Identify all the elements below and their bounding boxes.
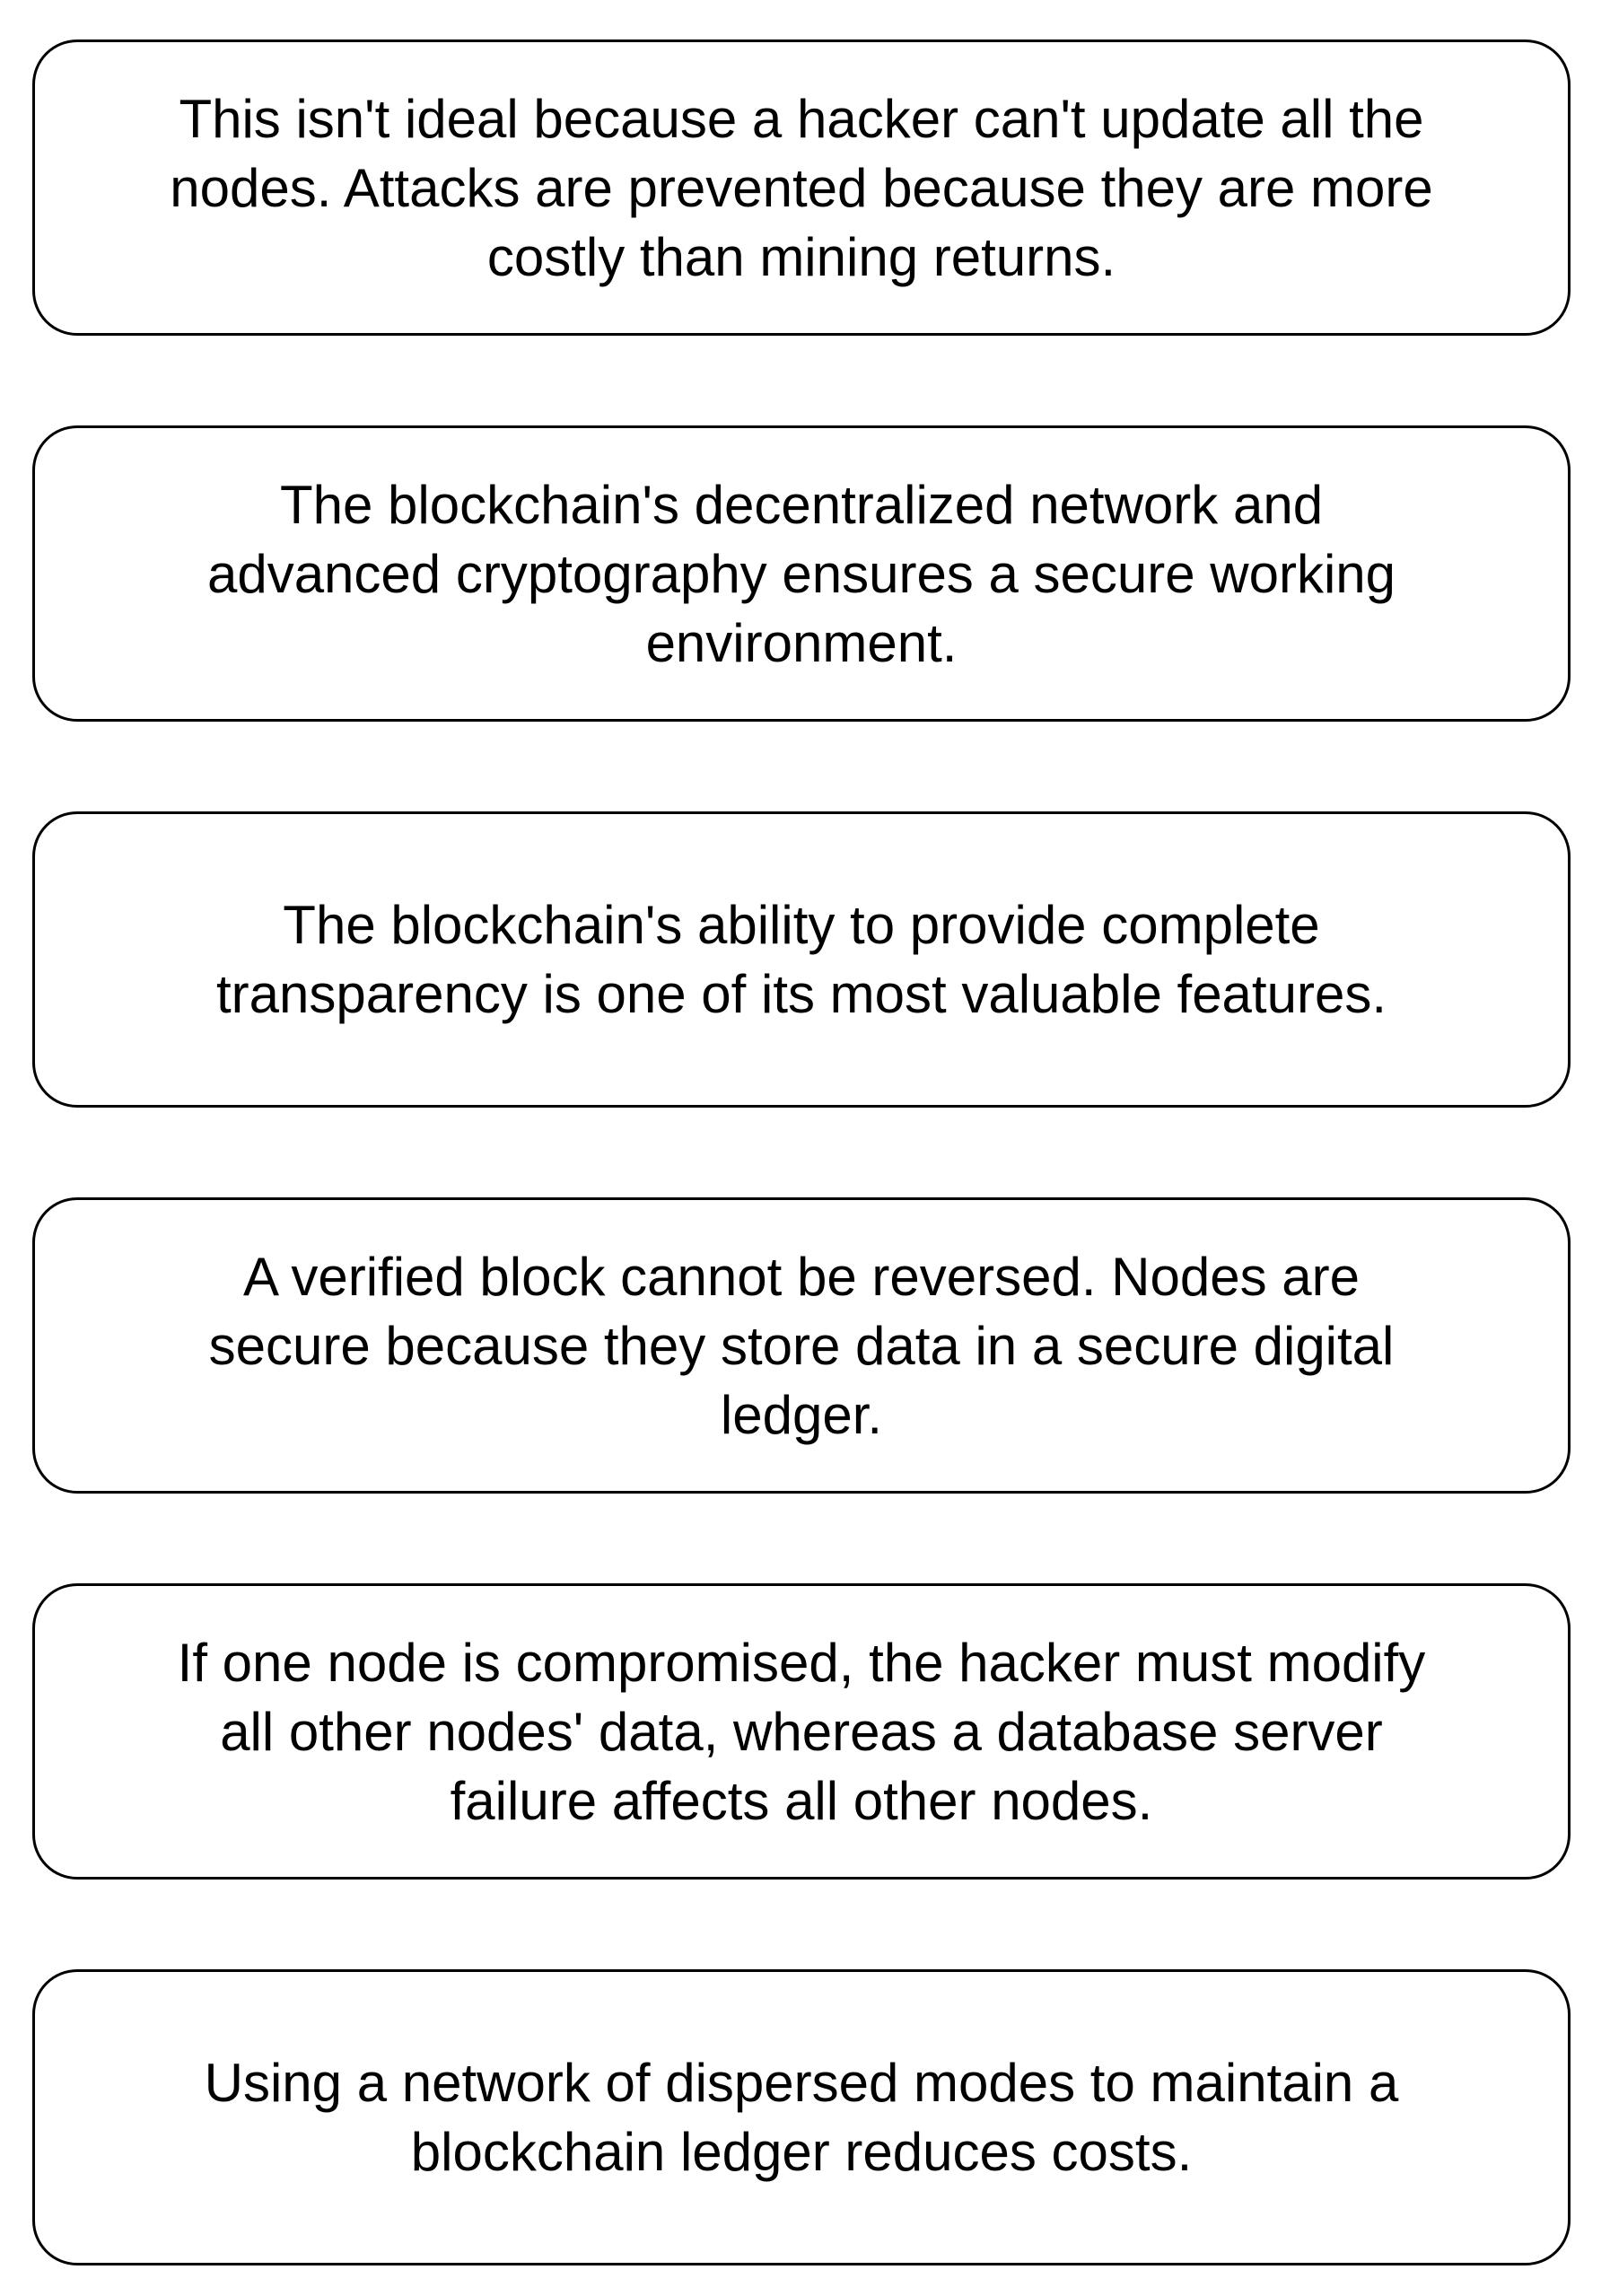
text-box-4: A verified block cannot be reversed. Nod…: [32, 1197, 1571, 1494]
text-box-6: Using a network of dispersed modes to ma…: [32, 1969, 1571, 2265]
text-box-3-label: The blockchain's ability to provide comp…: [215, 895, 1387, 1024]
text-box-1-label: This isn't ideal because a hacker can't …: [170, 88, 1433, 287]
text-box-5: If one node is compromised, the hacker m…: [32, 1583, 1571, 1880]
text-box-1: This isn't ideal because a hacker can't …: [32, 39, 1571, 336]
text-box-2-label: The blockchain's decentralized network a…: [206, 474, 1396, 673]
text-box-6-label: Using a network of dispersed modes to ma…: [204, 2053, 1399, 2182]
text-box-4-label: A verified block cannot be reversed. Nod…: [208, 1246, 1395, 1445]
text-box-2: The blockchain's decentralized network a…: [32, 425, 1571, 722]
text-box-3: The blockchain's ability to provide comp…: [32, 811, 1571, 1108]
text-box-5-label: If one node is compromised, the hacker m…: [177, 1632, 1426, 1831]
